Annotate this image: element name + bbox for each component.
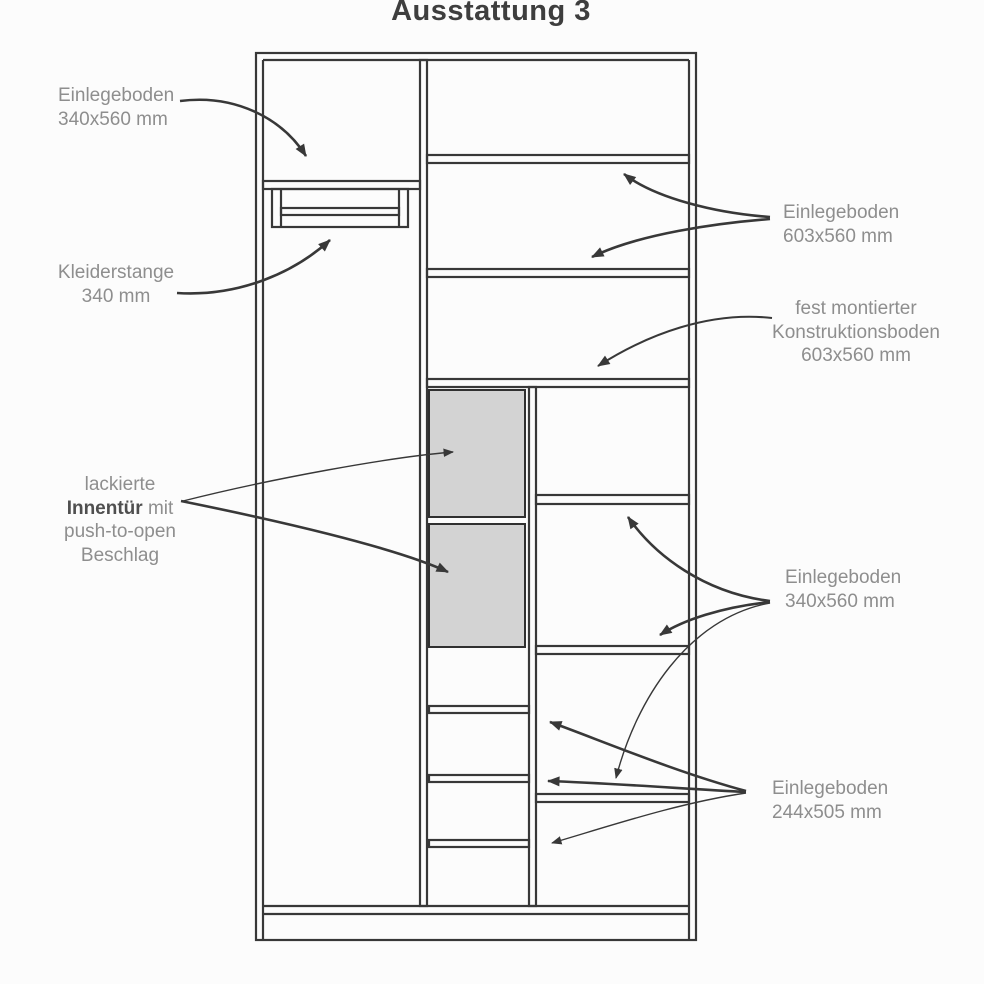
shelf-340-right-3: [534, 792, 691, 804]
outer-frame: [254, 51, 698, 942]
label-clothes-rail-name: Kleiderstange: [57, 262, 175, 283]
label-shelf-244-name: Einlegeboden: [772, 778, 889, 799]
arrow-shelf-340-right-2: [659, 600, 771, 637]
label-konstruktionsboden-line2: Konstruktionsboden: [772, 321, 940, 343]
arrow-shelf-left: [179, 98, 308, 157]
label-shelf-603: Einlegeboden 603x560 mm: [783, 201, 899, 248]
arrow-inner-door-top: [182, 448, 454, 502]
label-shelf-603-name: Einlegeboden: [783, 202, 900, 223]
label-inner-door-line2-bold: Innentür: [66, 497, 143, 519]
label-inner-door: lackierte Innentür mit push-to-open Besc…: [64, 473, 176, 567]
label-clothes-rail: Kleiderstange 340 mm: [58, 261, 174, 308]
shelf-340-right-1: [534, 493, 691, 506]
label-konstruktionsboden-line3: 603x560 mm: [801, 345, 911, 366]
shelf-603-lower: [425, 267, 691, 279]
label-inner-door-line2: Innentür mit: [64, 497, 176, 521]
arrow-inner-door-bottom: [180, 499, 449, 574]
annotation-arrows: [176, 98, 773, 845]
label-konstruktionsboden-line1: fest montierter: [795, 298, 917, 319]
diagram-title: Ausstattung 3: [391, 0, 591, 27]
clothes-rail: [270, 187, 410, 229]
rail-bar: [279, 206, 401, 217]
shelf-603-upper: [425, 153, 691, 165]
arrow-shelf-244-1: [549, 720, 747, 793]
wardrobe-frame: [254, 51, 698, 942]
label-shelf-244: Einlegeboden 244x505 mm: [772, 777, 888, 824]
inner-door-panel-bottom: [428, 523, 526, 648]
shelf-244-1: [427, 704, 531, 715]
label-shelf-left: Einlegeboden 340x560 mm: [58, 84, 174, 131]
label-shelf-340-right: Einlegeboden 340x560 mm: [785, 566, 901, 613]
arrow-shelf-340-right-1: [626, 516, 771, 603]
label-inner-door-line2-rest: mit: [142, 497, 174, 519]
vertical-divider-left: [418, 58, 429, 908]
label-clothes-rail-size: 340 mm: [81, 285, 151, 307]
label-inner-door-line3: push-to-open: [64, 521, 176, 542]
label-inner-door-line4: Beschlag: [80, 544, 160, 566]
arrow-shelf-244-3: [551, 792, 747, 845]
konstruktionsboden: [425, 377, 691, 389]
arrow-shelf-603-lower: [591, 217, 771, 259]
shelf-244-2: [427, 773, 531, 784]
label-shelf-603-size: 603x560 mm: [783, 225, 893, 247]
shelf-left-column: [261, 179, 422, 191]
label-inner-door-line1: lackierte: [84, 474, 156, 495]
shelf-244-3: [427, 838, 531, 849]
arrow-clothes-rail: [176, 239, 331, 295]
label-shelf-left-name: Einlegeboden: [58, 85, 175, 106]
shelf-340-right-2: [534, 644, 691, 656]
label-shelf-left-size: 340x560 mm: [58, 108, 168, 130]
arrow-shelf-340-right-3: [614, 602, 771, 779]
arrow-konstruktionsboden: [597, 315, 773, 367]
label-shelf-340-right-name: Einlegeboden: [785, 567, 902, 588]
arrow-shelf-244-2: [547, 776, 747, 794]
label-shelf-244-size: 244x505 mm: [772, 801, 882, 823]
inner-doors: [428, 389, 526, 648]
rail-bracket-outline: [270, 187, 410, 229]
arrow-shelf-603-upper: [623, 172, 771, 219]
label-konstruktionsboden: fest montierter Konstruktionsboden 603x5…: [772, 297, 940, 368]
label-shelf-340-right-size: 340x560 mm: [785, 590, 895, 612]
